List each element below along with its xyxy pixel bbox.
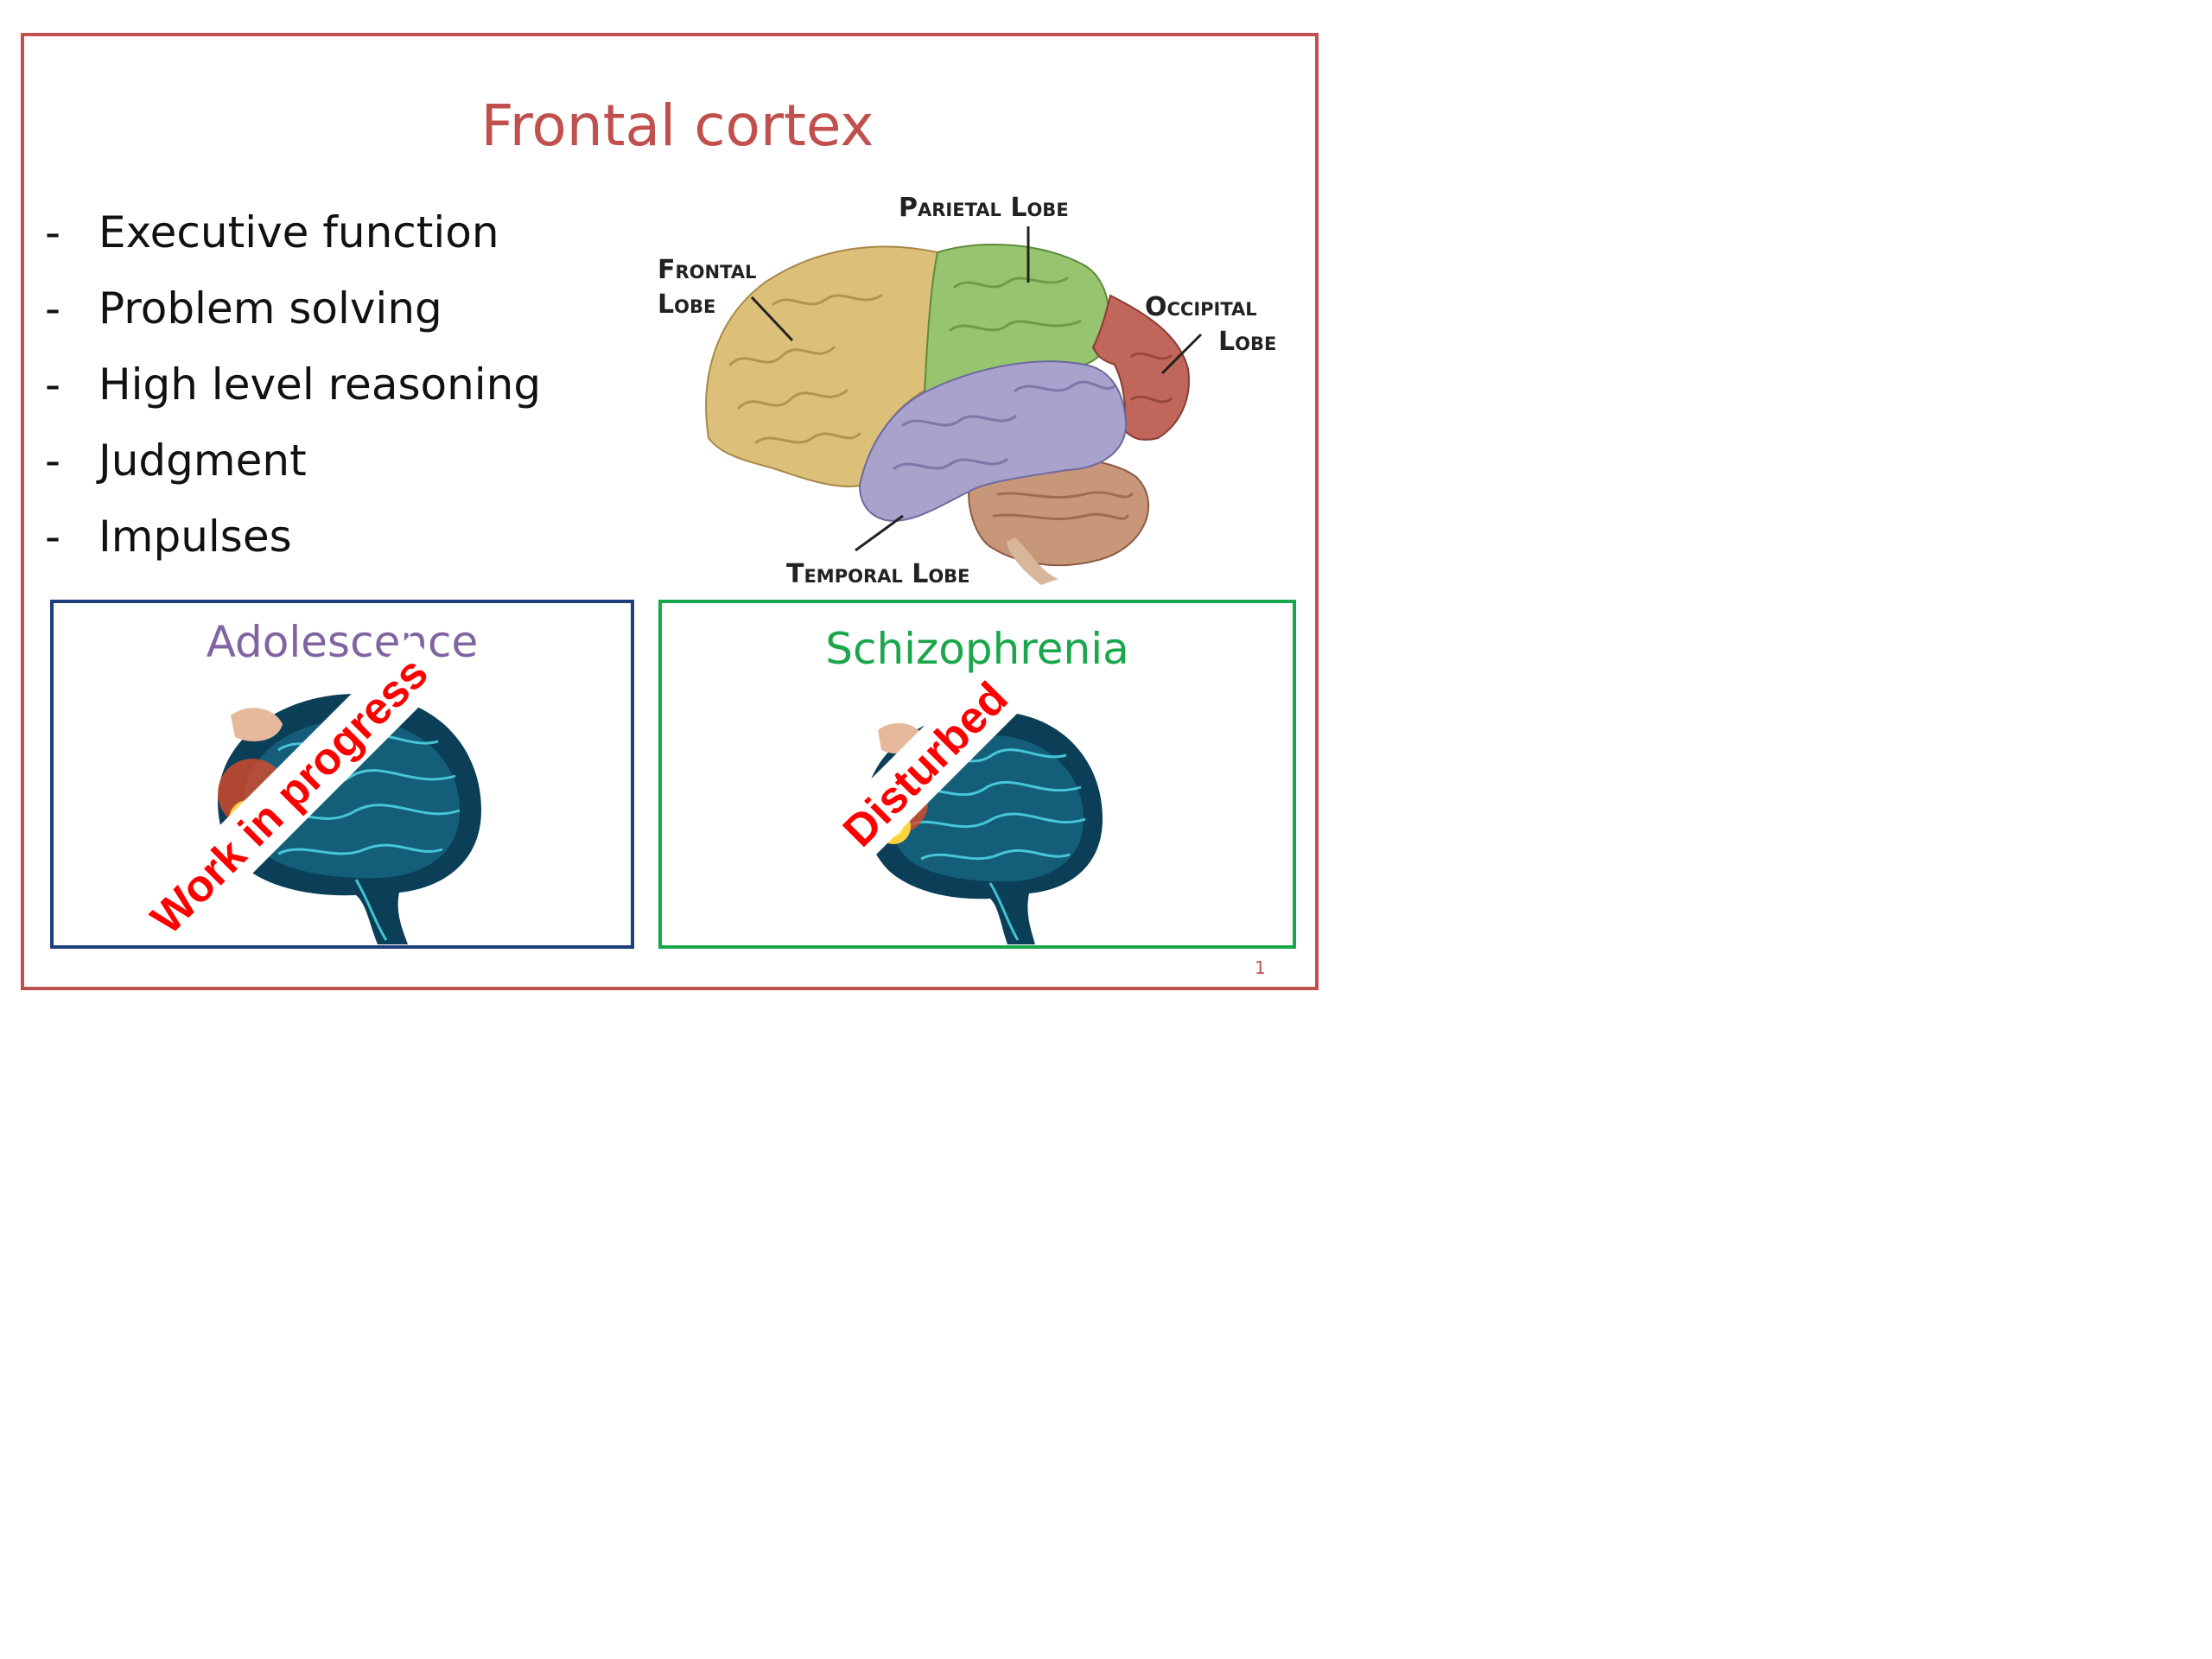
schizophrenia-title: Schizophrenia (825, 624, 1129, 674)
temporal-lobe-label: Temporal Lobe (786, 559, 970, 589)
adolescence-panel: Adolescence Work in progress (50, 600, 634, 949)
bullet-marker: - (45, 359, 61, 410)
page-number: 1 (1255, 957, 1266, 978)
bullet-text: Impulses (99, 512, 292, 562)
bullet-text: High level reasoning (99, 359, 542, 410)
slide-title: Frontal cortex (480, 92, 874, 159)
brainstem-region (1007, 537, 1058, 585)
adolescence-title: Adolescence (206, 617, 479, 667)
temporal-lobe-region (858, 360, 1128, 522)
brain-lobes-illustration (705, 226, 1203, 585)
occipital-leader-line (1160, 333, 1203, 375)
bullet-text: Executive function (99, 207, 499, 257)
bullet-marker: - (45, 283, 61, 334)
bullet-text: Judgment (99, 435, 307, 486)
bullet-marker: - (45, 512, 61, 562)
bullet-marker: - (45, 207, 61, 257)
temporal-leader-line (855, 514, 904, 552)
parietal-lobe-label: Parietal Lobe (899, 193, 1069, 223)
occipital-lobe-label-line2: Lobe (1218, 327, 1277, 357)
frontal-leader-line (750, 296, 794, 342)
occipital-lobe-label-line1: Occipital (1145, 292, 1257, 322)
bullet-marker: - (45, 435, 61, 486)
gyri-texture (728, 276, 1173, 521)
frontal-lobe-label-line2: Lobe (658, 289, 716, 320)
bullet-text: Problem solving (99, 283, 442, 334)
schizophrenia-panel: Schizophrenia Disturbed (658, 600, 1296, 949)
slide-frame (21, 33, 1319, 990)
frontal-lobe-label-line1: Frontal (658, 255, 757, 285)
brain-lobes-diagram: Parietal Lobe Frontal Lobe Occipital Lob… (652, 192, 1309, 598)
